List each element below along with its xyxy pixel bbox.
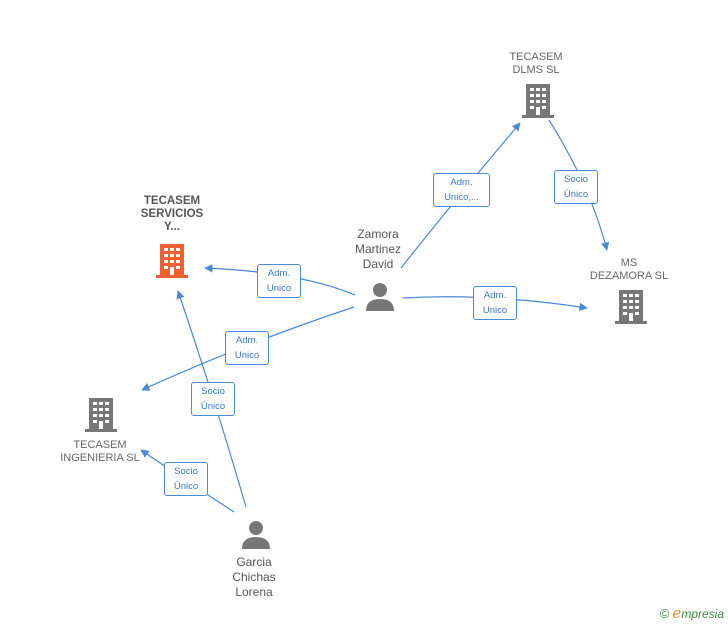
- edge-label-zamora-dezamora[interactable]: Adm. Unico: [473, 286, 517, 320]
- node-label-garcia[interactable]: Garcia Chichas Lorena: [232, 555, 276, 599]
- building-icon[interactable]: [85, 398, 117, 432]
- edge-label-garcia-servicios[interactable]: Socio Único: [191, 382, 235, 416]
- edge-label-zamora-servicios[interactable]: Adm. Unico: [257, 264, 301, 298]
- node-label-tecasem-dlms[interactable]: TECASEM DLMS SL: [509, 51, 563, 76]
- person-icon[interactable]: [365, 281, 395, 311]
- edge-label-zamora-ingenieria[interactable]: Adm. Unico: [225, 331, 269, 365]
- brand-name: mpresia: [681, 607, 724, 621]
- building-icon[interactable]: [156, 244, 188, 278]
- copyright-symbol: ©: [659, 606, 670, 621]
- edge-label-dlms-dezamora[interactable]: Socio Único: [554, 170, 598, 204]
- building-icon[interactable]: [615, 290, 647, 324]
- node-label-tecasem-ingenieria[interactable]: TECASEM INGENIERIA SL: [60, 439, 140, 464]
- brand-e-glyph: e: [672, 604, 682, 622]
- person-icon[interactable]: [241, 519, 271, 549]
- empresia-logo: ©empresia: [660, 604, 724, 622]
- building-icon[interactable]: [522, 84, 554, 118]
- edge-label-garcia-ingenieria[interactable]: Socio Único: [164, 462, 208, 496]
- node-label-zamora[interactable]: Zamora Martinez David: [354, 227, 401, 271]
- node-label-tecasem-servicios[interactable]: TECASEM SERVICIOS Y...: [140, 195, 204, 233]
- edge-label-zamora-dlms[interactable]: Adm. Unico,...: [433, 173, 490, 207]
- node-label-ms-dezamora[interactable]: MS DEZAMORA SL: [589, 257, 669, 282]
